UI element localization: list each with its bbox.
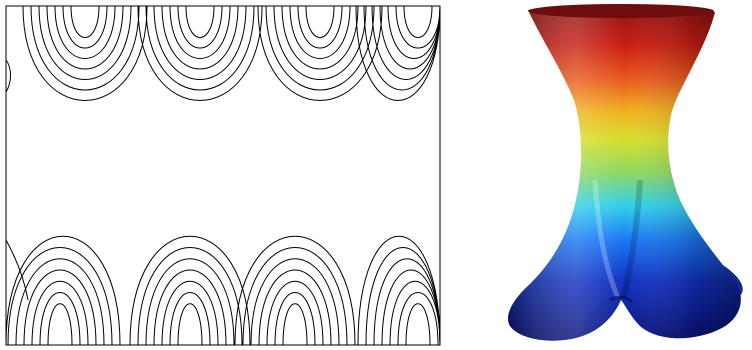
contour-line xyxy=(282,303,308,346)
contour-line xyxy=(169,5,231,59)
contour-line xyxy=(5,59,11,93)
contour-line xyxy=(355,5,441,101)
contour-line xyxy=(234,235,356,346)
contour-line xyxy=(54,5,116,59)
contour-line xyxy=(274,292,316,346)
contour-line xyxy=(266,280,324,346)
contour-line xyxy=(177,303,203,346)
contour-plot-frame xyxy=(5,5,441,346)
contour-line xyxy=(5,235,121,346)
contour-line xyxy=(281,5,359,70)
contour-line xyxy=(161,5,239,70)
contour-line xyxy=(258,269,332,346)
surface-body-shading xyxy=(508,4,741,341)
contour-line xyxy=(5,239,29,301)
surface-plot xyxy=(508,4,743,341)
contour-line xyxy=(145,5,255,91)
contour-line xyxy=(257,5,383,101)
contour-line xyxy=(137,247,243,346)
contour-line xyxy=(70,5,100,38)
contour-plot xyxy=(5,5,441,346)
contour-line xyxy=(153,5,247,80)
contour-line xyxy=(23,269,97,346)
contour-line xyxy=(371,5,441,80)
contour-line xyxy=(305,5,335,38)
contour-line xyxy=(161,280,219,346)
contour-line xyxy=(46,5,124,70)
contour-line xyxy=(389,281,441,346)
surface-crotch xyxy=(609,295,634,304)
contour-line xyxy=(177,5,223,49)
contour-line xyxy=(39,292,81,346)
contour-line xyxy=(47,303,73,346)
contour-line xyxy=(153,269,227,346)
contour-line xyxy=(297,5,343,49)
contour-line xyxy=(289,5,351,59)
contour-lines xyxy=(5,5,441,346)
contour-line xyxy=(15,258,105,346)
contour-line xyxy=(379,5,441,70)
contour-line xyxy=(405,303,431,346)
contour-line xyxy=(129,235,251,346)
contour-line xyxy=(22,5,148,101)
surface-top-rim xyxy=(528,4,714,18)
contour-line xyxy=(273,5,367,80)
contour-line xyxy=(395,5,441,49)
contour-line xyxy=(145,258,235,346)
contour-line xyxy=(403,5,433,38)
surface-fold-right xyxy=(621,179,643,299)
contour-line xyxy=(62,5,108,49)
contour-line xyxy=(242,247,348,346)
contour-line xyxy=(30,5,140,91)
surface-fold-left xyxy=(592,179,621,299)
contour-line xyxy=(397,292,439,346)
contour-line xyxy=(169,292,211,346)
contour-line xyxy=(185,5,215,38)
contour-line xyxy=(137,5,263,101)
contour-line xyxy=(265,5,375,91)
contour-line xyxy=(7,247,113,346)
contour-line xyxy=(387,5,441,59)
contour-line xyxy=(363,5,441,91)
contour-line xyxy=(31,280,89,346)
contour-line xyxy=(250,258,340,346)
contour-line xyxy=(38,5,132,80)
